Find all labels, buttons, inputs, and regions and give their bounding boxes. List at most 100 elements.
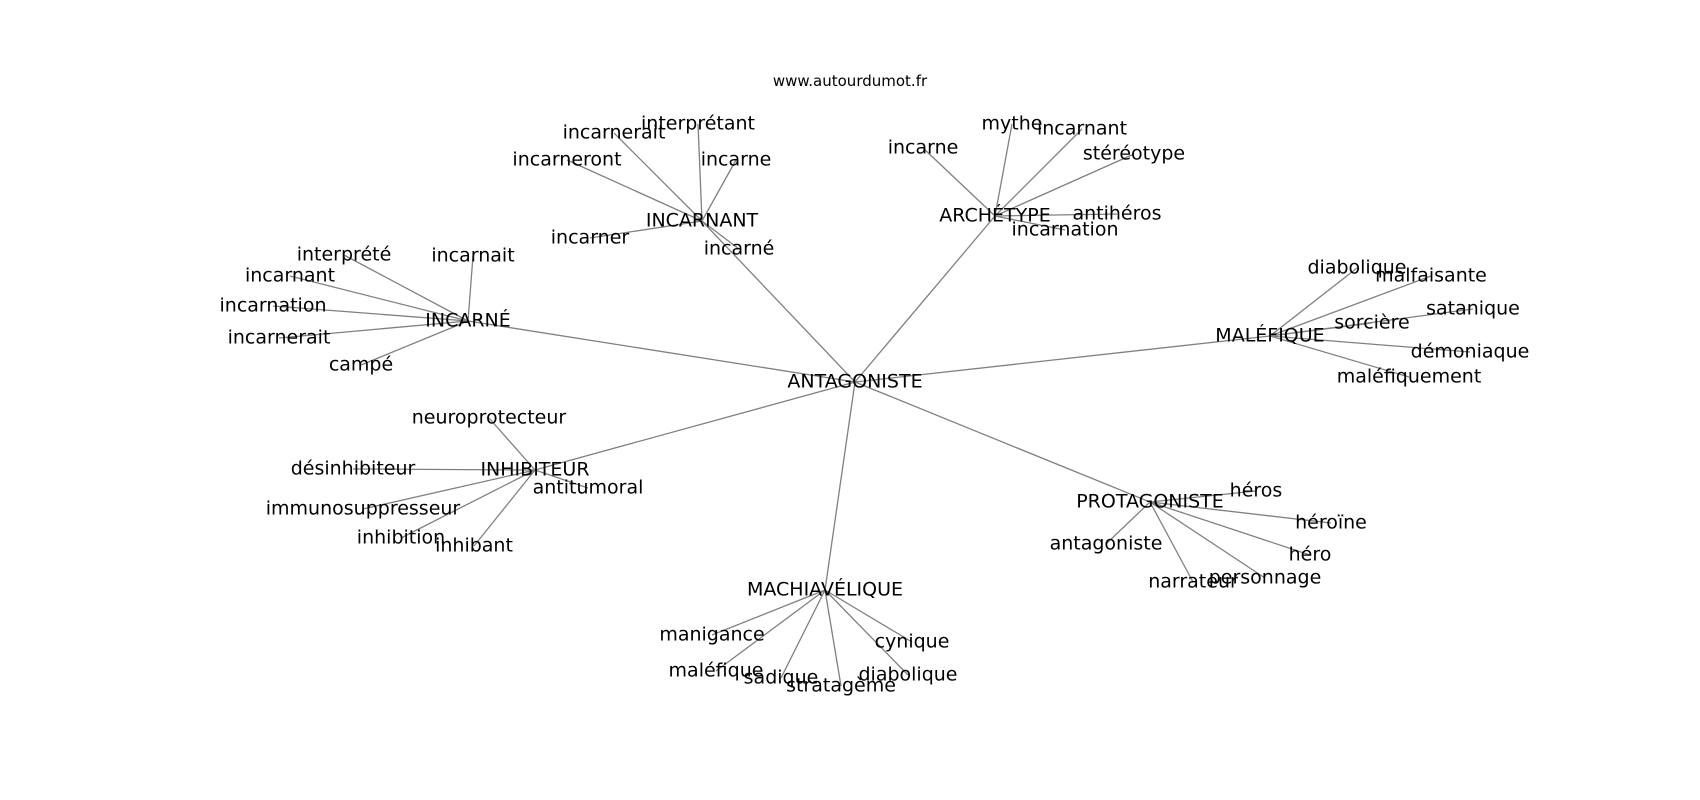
- edge-root-to-hub: [824, 381, 856, 591]
- edge-hub-to-word: [711, 589, 826, 636]
- hub-word-node[interactable]: ARCHÉTYPE: [939, 204, 1051, 227]
- leaf-word-node[interactable]: maléfique: [669, 660, 764, 682]
- leaf-word-node[interactable]: incarne: [701, 149, 772, 171]
- edge-hub-to-word: [534, 469, 589, 489]
- leaf-word-node[interactable]: interprété: [297, 244, 392, 266]
- leaf-word-node[interactable]: désinhibiteur: [291, 458, 416, 480]
- leaf-word-node[interactable]: démoniaque: [1411, 341, 1530, 363]
- edge-hub-to-word: [589, 220, 703, 239]
- edge-hub-to-word: [824, 589, 913, 643]
- edge-hub-to-word: [1269, 335, 1410, 378]
- edge-hub-to-word: [1105, 501, 1151, 545]
- edge-hub-to-word: [824, 589, 909, 676]
- leaf-word-node[interactable]: diabolique: [858, 664, 957, 686]
- source-label: www.autourdumot.fr: [772, 72, 928, 90]
- leaf-word-node[interactable]: immunosuppresseur: [266, 498, 461, 520]
- edge-hub-to-word: [994, 123, 1013, 217]
- leaf-word-node[interactable]: manigance: [659, 624, 764, 646]
- edge-hub-to-word: [922, 147, 996, 217]
- leaf-word-node[interactable]: incarnant: [1037, 118, 1127, 140]
- edge-hub-to-word: [994, 128, 1083, 217]
- leaf-word-node[interactable]: diabolique: [1307, 257, 1406, 279]
- leaf-word-node[interactable]: campé: [329, 354, 393, 376]
- leaf-word-node[interactable]: malfaisante: [1375, 265, 1487, 287]
- edge-root-to-hub: [854, 381, 1151, 503]
- edge-hub-to-word: [994, 215, 1066, 231]
- leaf-word-node[interactable]: antitumoral: [533, 477, 644, 499]
- root-word-node[interactable]: ANTAGONISTE: [787, 371, 922, 393]
- edge-hub-to-word: [613, 132, 703, 222]
- edge-hub-to-word: [701, 159, 737, 222]
- edge-hub-to-word: [697, 123, 703, 222]
- edge-hub-to-word: [1269, 275, 1432, 337]
- edge-hub-to-word: [488, 417, 536, 471]
- edge-root-to-hub: [534, 381, 856, 471]
- edge-root-to-hub: [854, 215, 996, 383]
- edge-hub-to-word: [780, 589, 826, 679]
- leaf-word-node[interactable]: personnage: [1209, 567, 1322, 589]
- edge-hub-to-word: [1269, 322, 1373, 337]
- edge-hub-to-word: [467, 255, 474, 322]
- hub-word-node[interactable]: MACHIAVÉLIQUE: [747, 578, 903, 601]
- leaf-word-node[interactable]: sorcière: [1334, 312, 1409, 334]
- edge-hub-to-word: [994, 213, 1118, 217]
- edge-hub-to-word: [352, 468, 536, 471]
- edge-hub-to-word: [715, 589, 826, 672]
- hub-word-node[interactable]: INCARNANT: [646, 210, 759, 232]
- edge-hub-to-word: [400, 469, 536, 539]
- leaf-word-node[interactable]: sadique: [744, 667, 819, 689]
- leaf-word-node[interactable]: incarné: [704, 238, 775, 260]
- leaf-word-node[interactable]: neuroprotecteur: [412, 407, 567, 429]
- leaf-word-node[interactable]: incarnation: [220, 295, 327, 317]
- hub-word-node[interactable]: PROTAGONISTE: [1076, 491, 1224, 513]
- leaf-word-node[interactable]: héros: [1230, 480, 1283, 502]
- edge-hub-to-word: [1149, 501, 1194, 583]
- leaf-word-node[interactable]: stratagème: [786, 675, 896, 697]
- edge-hub-to-word: [1149, 501, 1311, 556]
- edge-hub-to-word: [473, 469, 536, 547]
- edge-hub-to-word: [1269, 267, 1358, 337]
- leaf-word-node[interactable]: maléfiquement: [1337, 366, 1482, 388]
- leaf-word-node[interactable]: interprétant: [641, 113, 755, 135]
- edge-hub-to-word: [362, 469, 536, 510]
- leaf-word-node[interactable]: antagoniste: [1050, 533, 1163, 555]
- edge-hub-to-word: [994, 153, 1135, 217]
- hub-word-node[interactable]: INHIBITEUR: [480, 459, 589, 481]
- leaf-word-node[interactable]: inhibant: [435, 535, 513, 557]
- leaf-word-node[interactable]: antihéros: [1072, 203, 1161, 225]
- edges-layer: [272, 123, 1474, 687]
- leaf-word-node[interactable]: mythe: [982, 113, 1043, 135]
- leaf-word-node[interactable]: incarne: [888, 137, 959, 159]
- edge-root-to-hub: [701, 220, 856, 383]
- leaf-word-node[interactable]: incarnerait: [563, 122, 666, 144]
- leaf-word-node[interactable]: narrateur: [1148, 571, 1238, 593]
- leaf-word-node[interactable]: inhibition: [357, 527, 445, 549]
- edge-root-to-hub: [467, 320, 856, 383]
- edge-hub-to-word: [1149, 501, 1332, 524]
- leaf-word-node[interactable]: héro: [1289, 544, 1332, 566]
- leaf-word-node[interactable]: incarnation: [1012, 219, 1119, 241]
- leaf-word-node[interactable]: incarner: [551, 227, 630, 249]
- edge-hub-to-word: [1149, 490, 1257, 503]
- leaf-word-node[interactable]: satanique: [1426, 298, 1520, 320]
- leaf-word-node[interactable]: stéréotype: [1083, 143, 1185, 165]
- hub-word-node[interactable]: INCARNÉ: [425, 309, 511, 332]
- leaf-word-node[interactable]: incarneront: [512, 149, 621, 171]
- edge-hub-to-word: [343, 254, 469, 322]
- edge-hub-to-word: [701, 220, 740, 250]
- edge-hub-to-word: [360, 320, 469, 366]
- edge-hub-to-word: [824, 589, 842, 687]
- leaf-word-node[interactable]: incarnerait: [228, 327, 331, 349]
- edge-hub-to-word: [289, 275, 469, 322]
- leaf-word-node[interactable]: héroïne: [1295, 512, 1367, 534]
- edge-hub-to-word: [272, 305, 469, 322]
- leaf-word-node[interactable]: incarnant: [245, 265, 335, 287]
- edge-hub-to-word: [1149, 501, 1266, 579]
- hub-word-node[interactable]: MALÉFIQUE: [1215, 324, 1324, 347]
- leaf-word-node[interactable]: incarnait: [431, 245, 514, 267]
- edge-hub-to-word: [1269, 335, 1471, 353]
- leaf-word-node[interactable]: cynique: [875, 631, 950, 653]
- edge-root-to-hub: [854, 335, 1271, 383]
